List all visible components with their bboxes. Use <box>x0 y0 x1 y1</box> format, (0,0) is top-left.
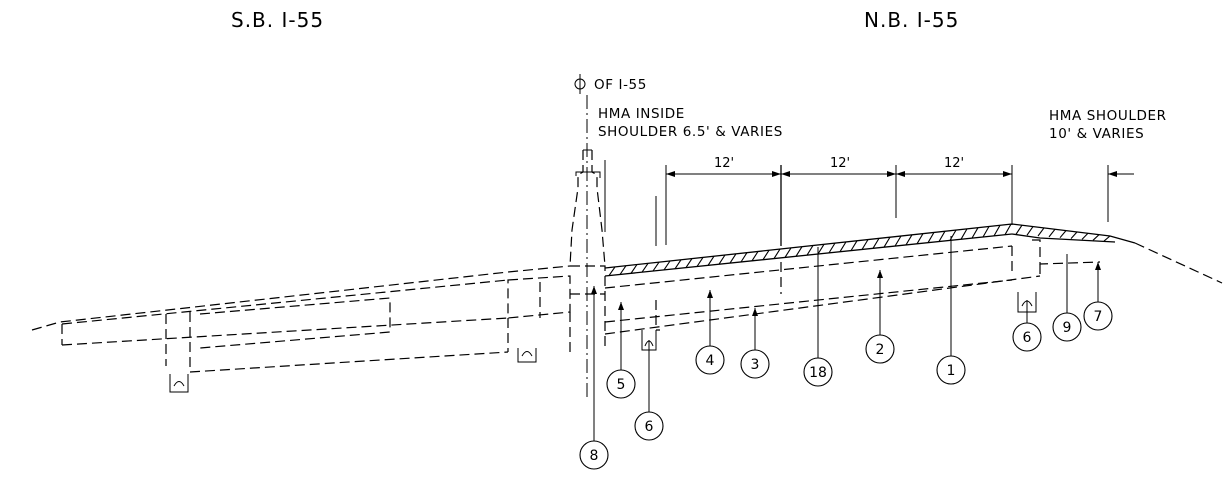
svg-text:18: 18 <box>809 365 827 381</box>
lane-dimension-3: 12' <box>944 156 964 171</box>
callout-6-left: 6 <box>634 411 664 441</box>
callout-1: 1 <box>936 355 966 385</box>
lane-dimension-2: 12' <box>830 156 850 171</box>
svg-text:1: 1 <box>947 363 956 379</box>
callout-18: 18 <box>803 357 833 387</box>
svg-text:4: 4 <box>706 353 715 369</box>
callout-5: 5 <box>606 369 636 399</box>
callout-9: 9 <box>1052 312 1082 342</box>
median-subbase <box>507 265 606 363</box>
centerline-symbol <box>574 74 586 94</box>
outside-shoulder-label-line2: 10' & VARIES <box>1049 126 1144 142</box>
southbound-pavement <box>31 265 571 393</box>
svg-text:8: 8 <box>590 448 599 464</box>
foreslope-right <box>1134 242 1223 284</box>
southbound-header: S.B. I-55 <box>231 8 324 32</box>
outside-shoulder-label-line1: HMA SHOULDER <box>1049 108 1167 124</box>
inside-shoulder-label-line1: HMA INSIDE <box>598 106 685 122</box>
svg-text:7: 7 <box>1094 309 1103 325</box>
svg-text:5: 5 <box>617 377 626 393</box>
northbound-header: N.B. I-55 <box>864 8 959 32</box>
callout-3: 3 <box>740 349 770 379</box>
svg-text:9: 9 <box>1063 320 1072 336</box>
svg-text:2: 2 <box>876 342 885 358</box>
svg-text:3: 3 <box>751 357 760 373</box>
callout-2: 2 <box>865 334 895 364</box>
lane-dimension-1: 12' <box>714 156 734 171</box>
lane-dimension-lines <box>604 160 1134 246</box>
inside-shoulder-label-line2: SHOULDER 6.5' & VARIES <box>598 124 783 140</box>
callout-6-right: 6 <box>1012 322 1042 352</box>
callout-7: 7 <box>1083 301 1113 331</box>
callout-4: 4 <box>695 345 725 375</box>
svg-text:6: 6 <box>1023 330 1032 346</box>
leader-lines <box>591 236 1101 442</box>
northbound-surface <box>604 223 1136 277</box>
median-barrier <box>569 149 606 267</box>
callout-8: 8 <box>579 440 609 470</box>
centerline-label: OF I-55 <box>594 77 647 93</box>
svg-text:6: 6 <box>645 419 654 435</box>
